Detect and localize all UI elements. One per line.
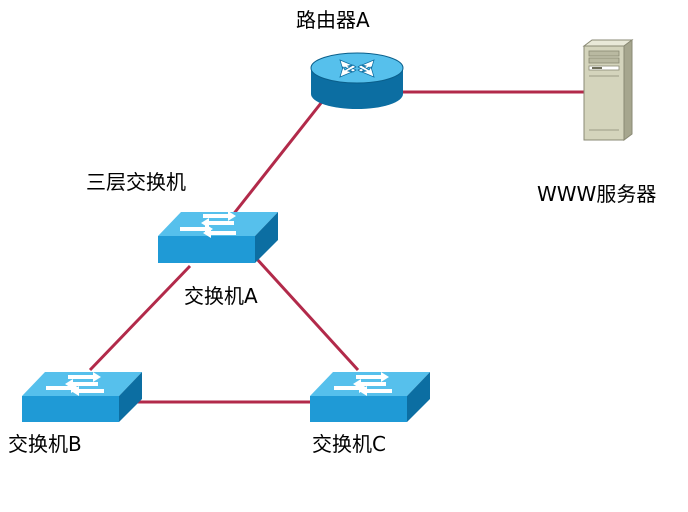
router-a-label: 路由器A [296,8,370,32]
switch-icon-a [158,211,278,263]
router-icon [310,52,404,109]
switch-icon-c [310,372,430,422]
links [88,90,584,404]
link-switch-a-switch-c [254,256,360,372]
link-switch-a-switch-b [88,264,192,372]
switch-c-label: 交换机C [312,432,386,456]
switch-icon-b [22,372,142,422]
layer3-switch-label: 三层交换机 [86,170,186,194]
server-icon [582,39,634,141]
link-router-switch-a [230,97,327,217]
switch-b-label: 交换机B [8,432,82,456]
www-server-label: WWW服务器 [537,182,657,206]
switch-a-label: 交换机A [184,284,258,308]
